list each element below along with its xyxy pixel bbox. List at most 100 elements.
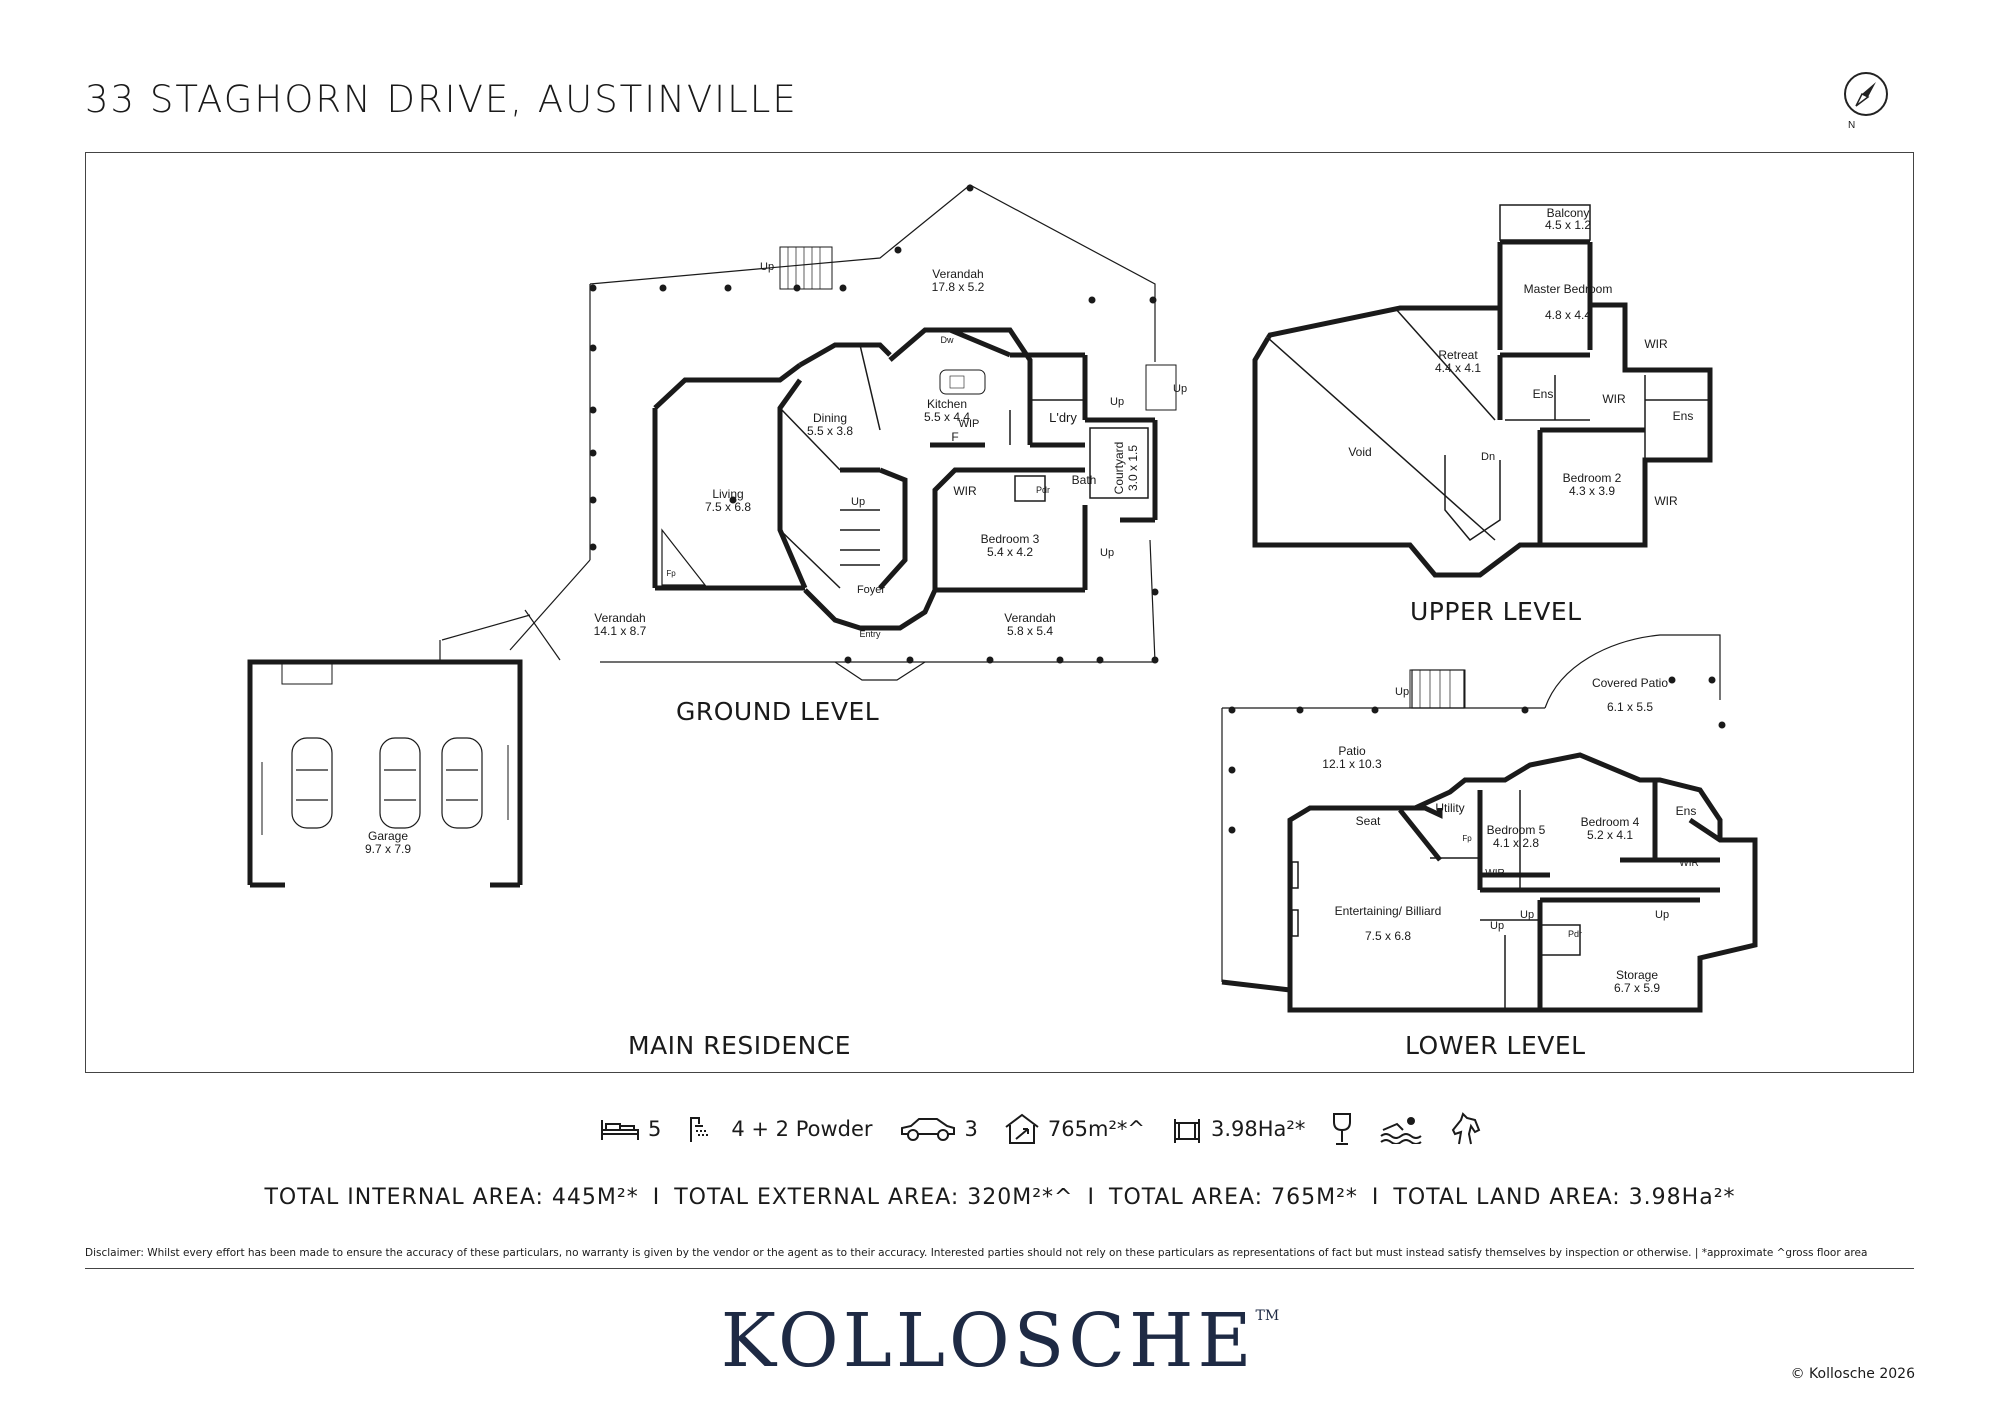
room-dining-dim: 5.5 x 3.8 xyxy=(807,424,853,438)
upper-level-label: UPPER LEVEL xyxy=(1410,597,1582,626)
room-utility: Utility xyxy=(1435,801,1464,815)
room-verandah-right: Verandah xyxy=(1004,611,1055,625)
room-patio: Patio xyxy=(1338,744,1366,758)
room-storage: Storage xyxy=(1616,968,1658,982)
up-label-lower-1: Up xyxy=(1490,920,1504,932)
totals-separator: I xyxy=(1087,1185,1095,1210)
floor-plan: Up Up Up Up Up xyxy=(247,184,1758,1013)
upper-level-plan: Dn xyxy=(1252,204,1713,578)
copyright: © Kollosche 2026 xyxy=(1790,1366,1915,1382)
total-internal-area: TOTAL INTERNAL AREA: 445M²* xyxy=(264,1185,639,1210)
total-land-area: TOTAL LAND AREA: 3.98Ha²* xyxy=(1393,1185,1736,1210)
land-area-value: 3.98Ha²* xyxy=(1210,1117,1306,1141)
feature-land-area: 3.98Ha²* xyxy=(1171,1113,1305,1145)
total-external-area: TOTAL EXTERNAL AREA: 320M²*^ xyxy=(674,1185,1074,1210)
lower-level-plan: Up Up Up Up xyxy=(1221,634,1758,1013)
room-wir-upper-2: WIR xyxy=(1644,337,1668,351)
fireplace-label-lower: Fp xyxy=(1462,834,1472,843)
up-label-ground: Up xyxy=(760,261,774,273)
room-living-dim: 7.5 x 6.8 xyxy=(705,500,751,514)
room-verandah-top: Verandah xyxy=(932,267,983,281)
room-ensuite-upper-2: Ens xyxy=(1673,409,1694,423)
up-label-stairs: Up xyxy=(851,496,865,508)
compass-icon: N xyxy=(1844,72,1888,130)
disclaimer: Disclaimer: Whilst every effort has been… xyxy=(85,1247,1868,1259)
car-icon xyxy=(900,1118,955,1141)
garage-plan xyxy=(247,659,523,888)
room-courtyard-dim: 3.0 x 1.5 xyxy=(1126,445,1140,491)
brand-logo: KOLLOSCHETM xyxy=(0,1298,2000,1384)
floor-plan-frame xyxy=(85,152,1914,1073)
room-foyer: Foyer xyxy=(857,584,885,596)
room-master: Master Bedroom xyxy=(1524,282,1613,296)
total-area: TOTAL AREA: 765M²* xyxy=(1109,1185,1358,1210)
up-label-patio: Up xyxy=(1395,686,1409,698)
room-bedroom5-dim: 4.1 x 2.8 xyxy=(1493,836,1539,850)
up-label-lower-2: Up xyxy=(1520,909,1534,921)
room-ensuite-upper-1: Ens xyxy=(1533,387,1554,401)
room-verandah-left: Verandah xyxy=(594,611,645,625)
room-dining: Dining xyxy=(813,411,847,425)
room-verandah-top-dim: 17.8 x 5.2 xyxy=(932,280,985,294)
dishwasher-label: Dw xyxy=(941,335,954,345)
room-laundry: L'dry xyxy=(1049,410,1077,425)
room-entertaining-dim: 7.5 x 6.8 xyxy=(1365,929,1411,943)
totals-separator: I xyxy=(1371,1185,1380,1210)
room-wir-lower-1: WIR xyxy=(1679,858,1698,869)
ground-level-plan: Up Up Up Up Up xyxy=(439,184,1187,681)
room-wir-upper-1: WIR xyxy=(1602,392,1626,406)
up-label-bedroom3: Up xyxy=(1100,547,1114,559)
room-courtyard: Courtyard xyxy=(1112,442,1126,495)
room-wir-ground: WIR xyxy=(953,484,977,498)
floor-area-value: 765m²*^ xyxy=(1047,1117,1145,1141)
room-covered-patio: Covered Patio xyxy=(1592,676,1668,690)
room-bath: Bath xyxy=(1072,473,1097,487)
compass-north-label: N xyxy=(1848,120,1855,130)
wine-glass-icon xyxy=(1333,1113,1352,1145)
room-retreat-dim: 4.4 x 4.1 xyxy=(1435,361,1481,375)
room-bedroom3: Bedroom 3 xyxy=(981,532,1040,546)
room-kitchen: Kitchen xyxy=(927,397,967,411)
room-verandah-right-dim: 5.8 x 5.4 xyxy=(1007,624,1053,638)
room-balcony-dim: 4.5 x 1.2 xyxy=(1545,218,1591,232)
feature-cars: 3 xyxy=(899,1116,978,1142)
room-covered-patio-dim: 6.1 x 5.5 xyxy=(1607,700,1653,714)
ground-level-label: GROUND LEVEL xyxy=(676,697,880,726)
room-storage-dim: 6.7 x 5.9 xyxy=(1614,981,1660,995)
room-master-dim: 4.8 x 4.4 xyxy=(1545,308,1591,322)
room-bedroom4: Bedroom 4 xyxy=(1581,815,1640,829)
features-bar: 5 4 + 2 Powder 3 765m²*^ 3.98Ha²* xyxy=(600,1112,1483,1146)
room-bedroom2-dim: 4.3 x 3.9 xyxy=(1569,484,1615,498)
totals-separator: I xyxy=(652,1185,661,1210)
up-label-laundry: Up xyxy=(1110,396,1124,408)
divider xyxy=(85,1268,1914,1269)
bed-icon xyxy=(601,1120,639,1140)
room-retreat: Retreat xyxy=(1438,348,1478,362)
room-kitchen-dim: 5.5 x 4.4 xyxy=(924,410,970,424)
brand-name: KOLLOSCHE xyxy=(720,1298,1256,1384)
house-area-icon xyxy=(1005,1113,1039,1144)
main-residence-label: MAIN RESIDENCE xyxy=(628,1031,852,1060)
room-wip: WIP xyxy=(959,418,980,430)
fireplace-label-ground: Fp xyxy=(666,569,676,578)
baths-count: 4 + 2 Powder xyxy=(731,1117,873,1141)
up-label-verandah: Up xyxy=(1173,383,1187,395)
room-living: Living xyxy=(712,487,743,501)
lower-level-label: LOWER LEVEL xyxy=(1405,1031,1586,1060)
fridge-label: F xyxy=(951,430,958,444)
page-title: 33 STAGHORN DRIVE, AUSTINVILLE xyxy=(85,78,798,121)
room-powder-lower: Pdr xyxy=(1568,929,1582,939)
room-garage-dim: 9.7 x 7.9 xyxy=(365,842,411,856)
room-verandah-left-dim: 14.1 x 8.7 xyxy=(594,624,647,638)
cars-count: 3 xyxy=(964,1117,978,1141)
feature-floor-area: 765m²*^ xyxy=(1004,1113,1145,1145)
room-wir-lower-2: WIR xyxy=(1485,868,1504,879)
room-wir-upper-3: WIR xyxy=(1654,494,1678,508)
room-garage: Garage xyxy=(368,829,408,843)
up-label-lower-3: Up xyxy=(1655,909,1669,921)
room-bedroom5: Bedroom 5 xyxy=(1487,823,1546,837)
room-ensuite-lower: Ens xyxy=(1676,804,1697,818)
room-entertaining: Entertaining/ Billiard xyxy=(1335,904,1442,918)
feature-beds: 5 xyxy=(600,1116,661,1142)
room-powder-ground: Pdr xyxy=(1036,485,1050,495)
